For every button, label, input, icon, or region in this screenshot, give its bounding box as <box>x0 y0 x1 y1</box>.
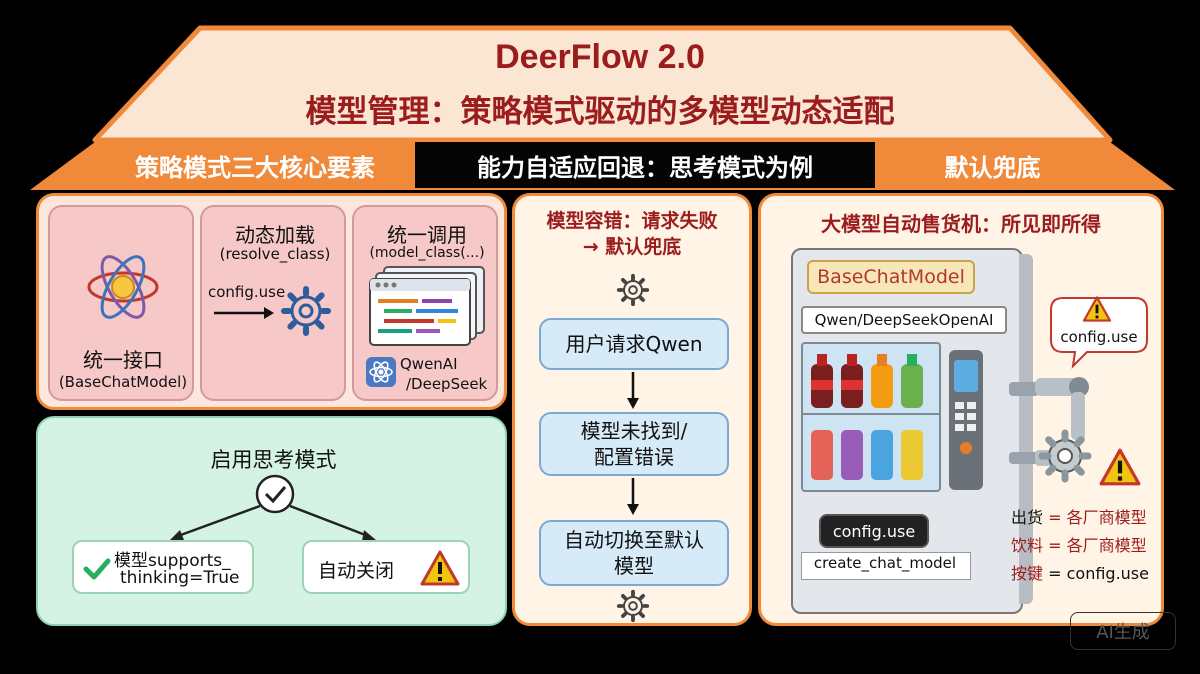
flow-step-not-found-line1: 模型未找到/ <box>580 419 688 443</box>
option-supports-line1: 模型supports_ <box>114 551 231 571</box>
atom-icon <box>87 255 159 319</box>
warning-icon <box>1099 448 1141 486</box>
vending-providers: Qwen/DeepSeekOpenAI <box>814 311 994 329</box>
option-supports-line2: thinking=True <box>120 568 240 588</box>
flow-step-switch-line2: 模型 <box>614 554 654 578</box>
vending-brand-plate: BaseChatModel <box>807 260 975 294</box>
atom-icon <box>369 361 393 383</box>
legend-value-2: = 各厂商模型 <box>1048 536 1147 555</box>
unified-call-sub: (model_class(...) <box>369 245 485 261</box>
page-subtitle: 模型管理：策略模式驱动的多模型动态适配 <box>305 94 895 130</box>
option-auto-close: 自动关闭 <box>302 540 470 594</box>
unified-interface-sub: (BaseChatModel) <box>58 373 188 391</box>
legend-value-1: = 各厂商模型 <box>1048 508 1147 527</box>
dynamic-load-label: 动态加载 <box>235 223 315 247</box>
gear-icon <box>616 589 650 623</box>
gear-icon <box>1038 429 1092 483</box>
bottle-icon <box>811 354 923 408</box>
config-use-label: config.use <box>208 283 286 301</box>
providers-line2: /DeepSeek <box>406 375 488 393</box>
flow-step-not-found-line2: 配置错误 <box>594 445 674 469</box>
bubble-label: config.use <box>1060 328 1138 346</box>
vending-config-button[interactable]: config.use <box>819 514 929 548</box>
section-title-default: 默认兜底 <box>875 142 1110 188</box>
keypad-icon <box>955 402 976 454</box>
section-title-strategy: 策略模式三大核心要素 <box>95 142 415 188</box>
dynamic-load-card: 动态加载 (resolve_class) config.use <box>200 205 346 401</box>
vending-providers-plate: Qwen/DeepSeekOpenAI <box>801 306 1007 334</box>
fallback-title-line2: → 默认兜底 <box>582 236 682 258</box>
providers-line1: QwenAI <box>400 355 458 373</box>
unified-interface-card: 统一接口 (BaseChatModel) <box>48 205 194 401</box>
flow-arrow <box>627 478 639 515</box>
legend-row: 饮料 = 各厂商模型 <box>1011 532 1161 556</box>
legend-key-1: 出货 <box>1011 508 1044 527</box>
dynamic-load-sub: (resolve_class) <box>219 245 331 263</box>
vending-brand: BaseChatModel <box>817 266 965 288</box>
unified-call-label: 统一调用 <box>387 223 467 247</box>
gear-icon <box>616 273 650 307</box>
legend-value-3: = config.use <box>1048 564 1149 583</box>
fallback-panel: 模型容错：请求失败 → 默认兜底 用户请求Qwen 模型未找到/ 配置错误 自动… <box>512 193 752 626</box>
vending-screen <box>954 360 978 392</box>
legend-key-2: 饮料 <box>1011 536 1044 555</box>
robot-arm-icon <box>1009 377 1089 466</box>
gear-icon <box>281 286 331 336</box>
bottle-icon <box>811 430 923 480</box>
vending-bottom-slot <box>801 552 971 580</box>
flow-step-not-found: 模型未找到/ 配置错误 <box>539 412 729 476</box>
option-supports-thinking: 模型supports_ thinking=True <box>72 540 254 594</box>
vending-panel: 大模型自动售货机：所见即所得 BaseChatModel Qwen/DeepSe… <box>758 193 1164 626</box>
drinks-display <box>803 354 939 480</box>
arrow-right-icon <box>214 307 274 319</box>
check-icon <box>83 558 111 580</box>
flow-step-switch-default: 自动切换至默认 模型 <box>539 520 729 586</box>
thinking-mode-title: 启用思考模式 <box>210 448 337 472</box>
vending-title: 大模型自动售货机：所见即所得 <box>821 212 1101 236</box>
page-title: DeerFlow 2.0 <box>495 38 705 76</box>
warning-icon <box>420 550 460 586</box>
unified-interface-label: 统一接口 <box>83 348 163 372</box>
flow-arrow <box>627 372 639 409</box>
thinking-mode-panel: 启用思考模式 模型supports_ thinking=True 自动关闭 <box>36 416 507 626</box>
legend-row: 出货 = 各厂商模型 <box>1011 504 1161 528</box>
legend-row: 按键 = config.use <box>1011 560 1161 584</box>
provider-logo <box>366 357 396 387</box>
legend-key-3: 按键 <box>1011 564 1044 583</box>
option-auto-close-label: 自动关闭 <box>318 560 395 582</box>
flow-step-switch-line1: 自动切换至默认 <box>564 528 704 552</box>
vending-bottom-label: create_chat_model <box>813 554 957 572</box>
flow-step-request-label: 用户请求Qwen <box>565 332 703 356</box>
branch-connector <box>170 474 376 541</box>
fallback-title-line1: 模型容错：请求失败 <box>546 210 718 232</box>
warning-icon <box>1082 296 1112 322</box>
speech-bubble <box>1050 297 1148 369</box>
section-title-thinking: 能力自适应回退：思考模式为例 <box>415 142 875 188</box>
watermark: AI生成 <box>1070 612 1176 650</box>
vending-config-button-label: config.use <box>832 521 916 541</box>
unified-call-card: 统一调用 (model_class(...) QwenAI /DeepSeek <box>352 205 498 401</box>
flow-step-request: 用户请求Qwen <box>539 318 729 370</box>
code-window-icon <box>369 266 485 346</box>
vending-side <box>1019 254 1033 604</box>
